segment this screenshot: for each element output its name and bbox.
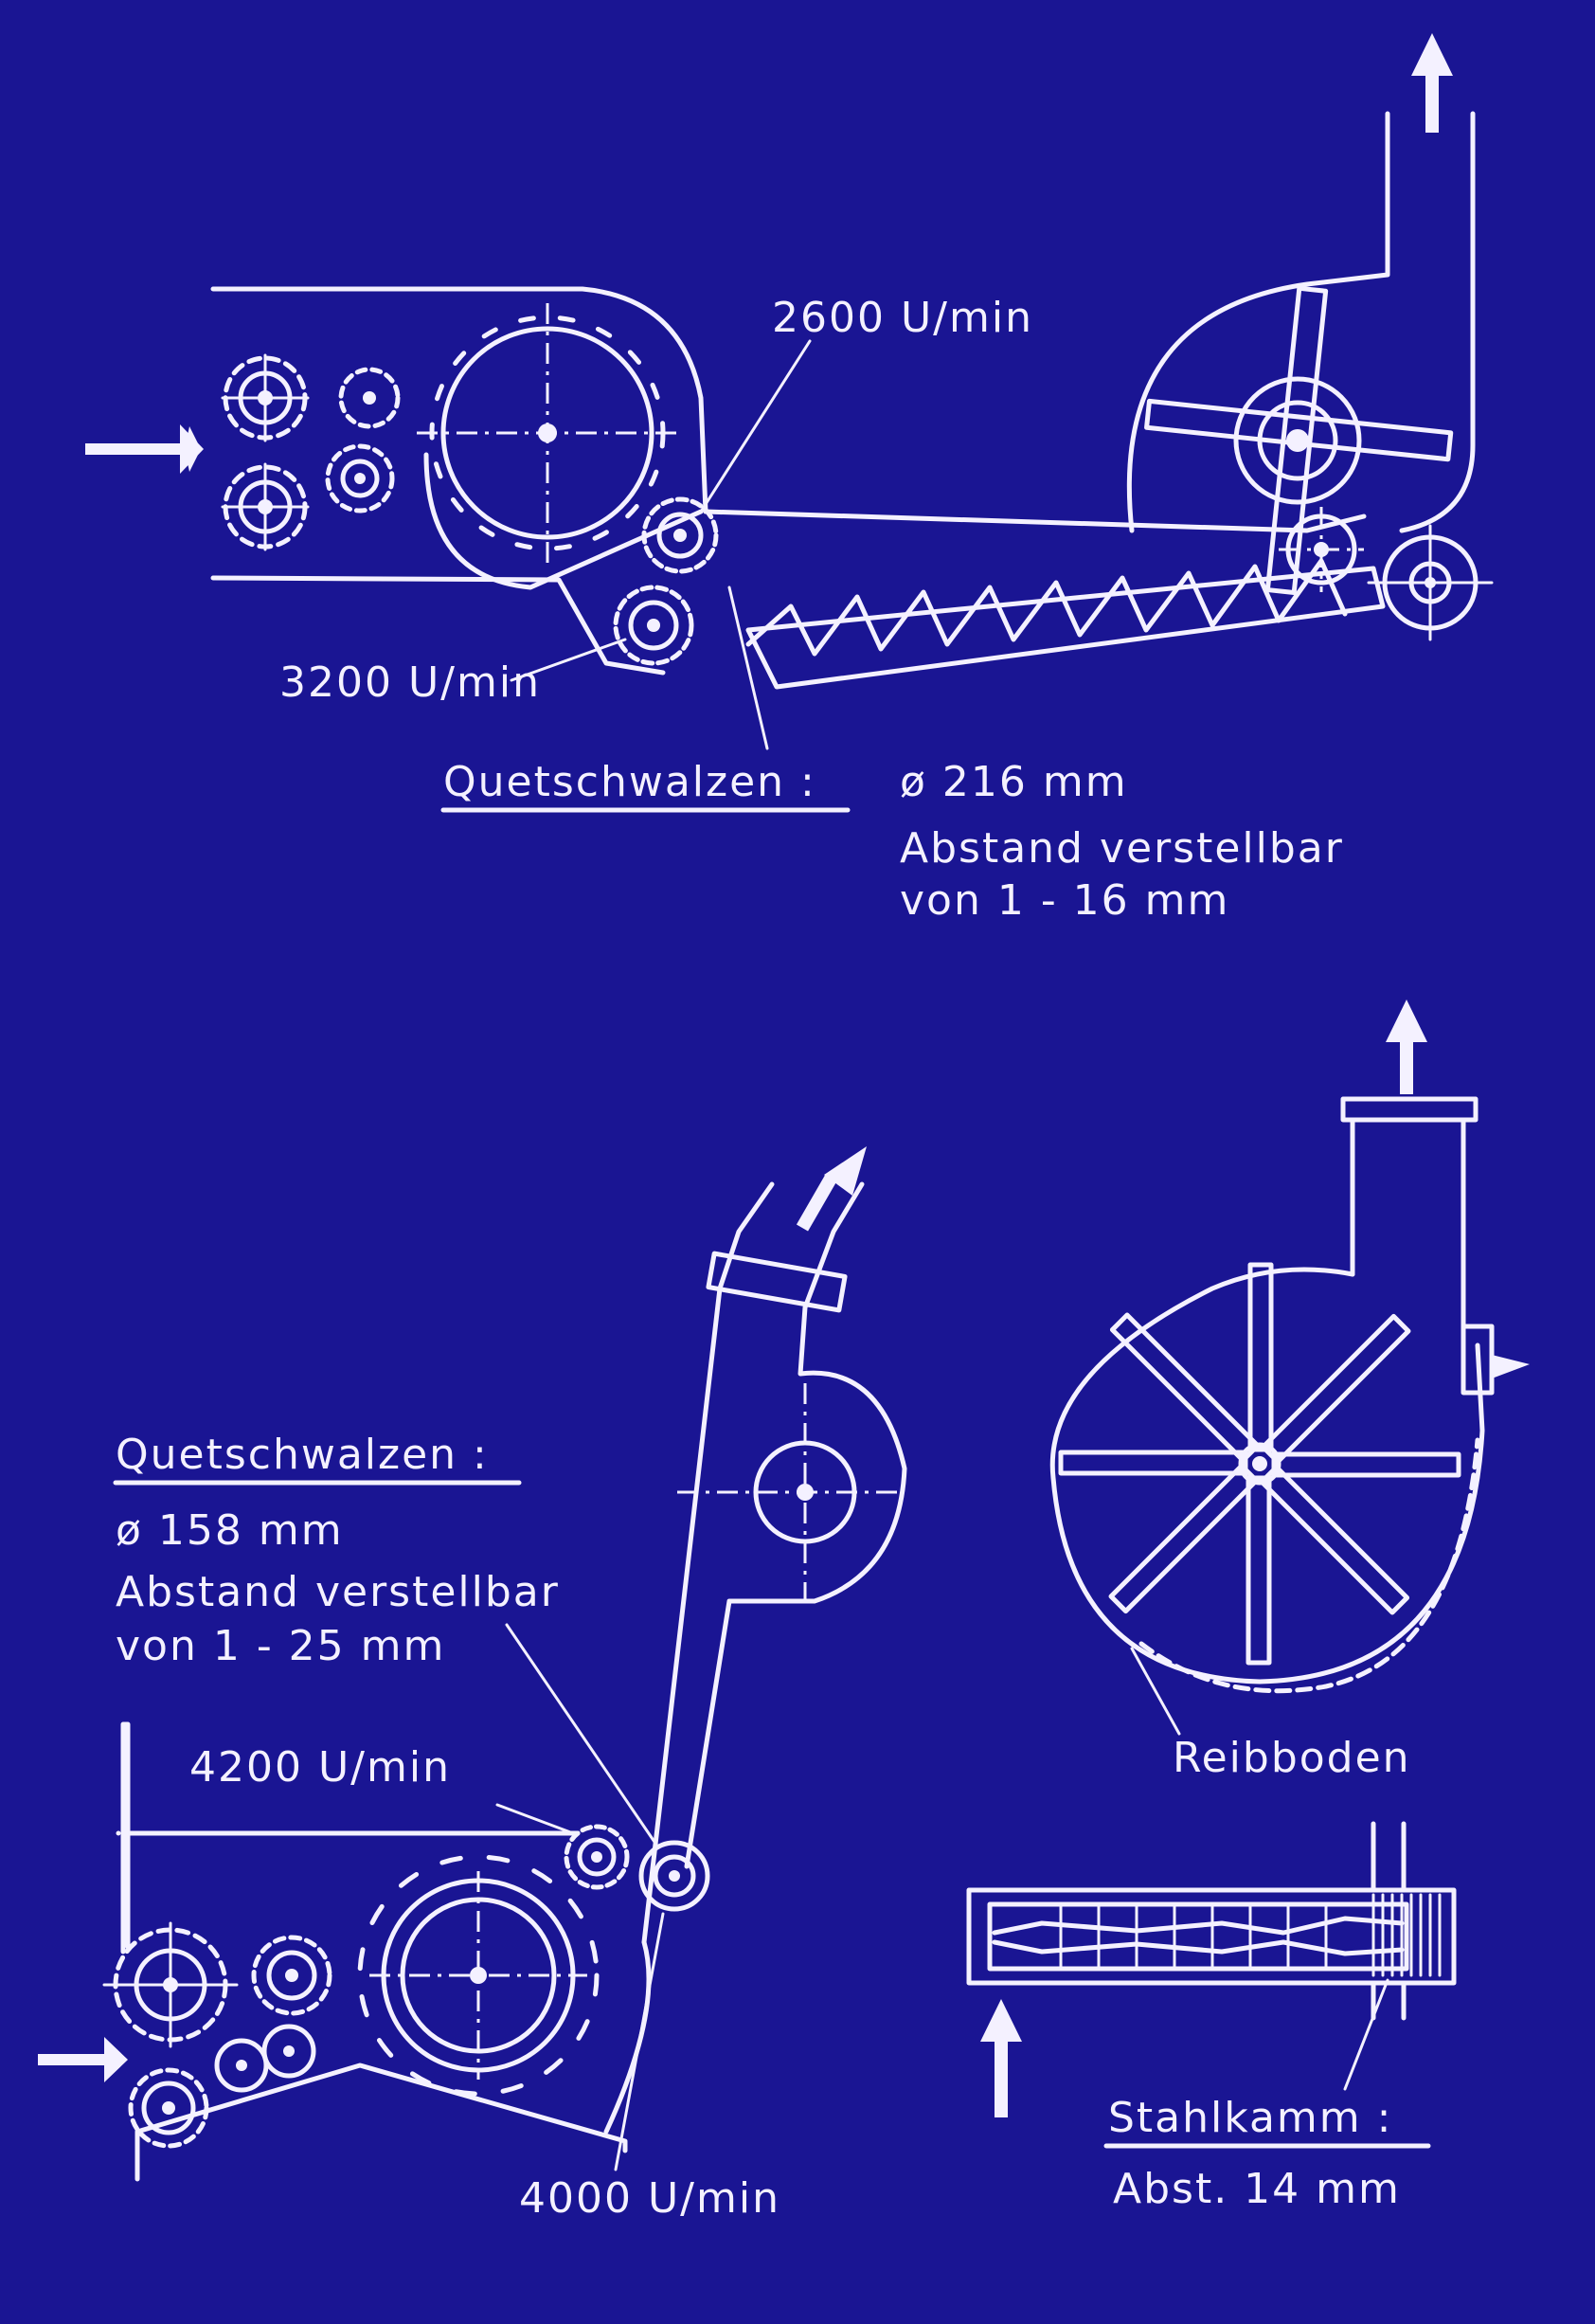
bl-range-label: von 1 - 25 mm xyxy=(116,1622,445,1670)
top-auger-conveyor xyxy=(745,558,1386,690)
bl-housing-bottom xyxy=(134,2063,628,2182)
bl-leader-4200 xyxy=(495,1803,575,1835)
bl-leader-4000 xyxy=(614,1912,665,2171)
br-comb-gap-label: Abst. 14 mm xyxy=(1113,2165,1401,2213)
top-leader-3200 xyxy=(510,638,627,682)
top-feed-rollers xyxy=(221,353,401,551)
top-speed-a-label: 2600 U/min xyxy=(772,294,1033,342)
bl-housing-top xyxy=(120,1830,581,1936)
bl-speed-b-label: 4000 U/min xyxy=(519,2174,780,2223)
br-bracket-tip xyxy=(1492,1355,1530,1378)
br-leader-floor xyxy=(1130,1647,1181,1736)
br-floor-label: Reibboden xyxy=(1173,1734,1411,1782)
br-duct xyxy=(1350,1117,1466,1348)
bl-diameter-label: ø 158 mm xyxy=(116,1506,344,1555)
top-leader-rollers xyxy=(727,586,769,750)
top-discharge-arrow-icon xyxy=(1411,33,1453,133)
bottom-left-machine xyxy=(38,1146,907,2182)
bl-chute xyxy=(641,1181,907,1945)
bl-chute-collar xyxy=(706,1251,848,1313)
br-housing xyxy=(1049,1267,1485,1684)
br-leader-comb xyxy=(1343,1978,1389,2091)
bl-speed-a-label: 4200 U/min xyxy=(189,1743,451,1792)
top-speed-b-label: 3200 U/min xyxy=(279,658,541,707)
top-blower xyxy=(1126,111,1476,595)
br-discharge-arrow-icon xyxy=(1386,1000,1427,1094)
bl-leader-rollers xyxy=(505,1623,660,1849)
bl-feed-arrow-icon xyxy=(38,2037,128,2082)
top-housing-outline xyxy=(210,286,1367,533)
br-feed-arrow-icon xyxy=(980,1999,1022,2117)
bl-discharge-arrow-icon xyxy=(796,1146,867,1232)
top-drum-casing xyxy=(423,452,704,590)
bl-feed-rollers xyxy=(102,1921,332,2149)
top-cutter-drum xyxy=(417,303,678,564)
top-feed-arrow-icon xyxy=(85,424,204,474)
top-crush-rollers xyxy=(613,496,719,666)
br-blower xyxy=(1049,1000,1530,1736)
top-gap-label: Abstand verstellbar xyxy=(900,824,1344,873)
top-housing-lower xyxy=(210,575,666,676)
top-range-label: von 1 - 16 mm xyxy=(900,876,1229,925)
br-steel-comb xyxy=(966,1821,1457,2117)
bl-crush-rollers xyxy=(564,1824,710,1912)
top-leader-2600 xyxy=(699,339,812,513)
top-title-label: Quetschwalzen : xyxy=(443,758,816,806)
top-machine xyxy=(85,33,1494,750)
bl-title-label: Quetschwalzen : xyxy=(116,1431,489,1479)
br-friction-floor xyxy=(1138,1437,1480,1694)
br-duct-flange xyxy=(1340,1096,1479,1123)
bl-cutter-drum xyxy=(357,1854,600,2097)
br-rotor xyxy=(1058,1262,1461,1666)
top-idler-roller xyxy=(1279,507,1494,641)
top-diameter-label: ø 216 mm xyxy=(900,758,1128,806)
br-comb-title-label: Stahlkamm : xyxy=(1108,2094,1392,2142)
bl-gap-label: Abstand verstellbar xyxy=(116,1568,560,1616)
